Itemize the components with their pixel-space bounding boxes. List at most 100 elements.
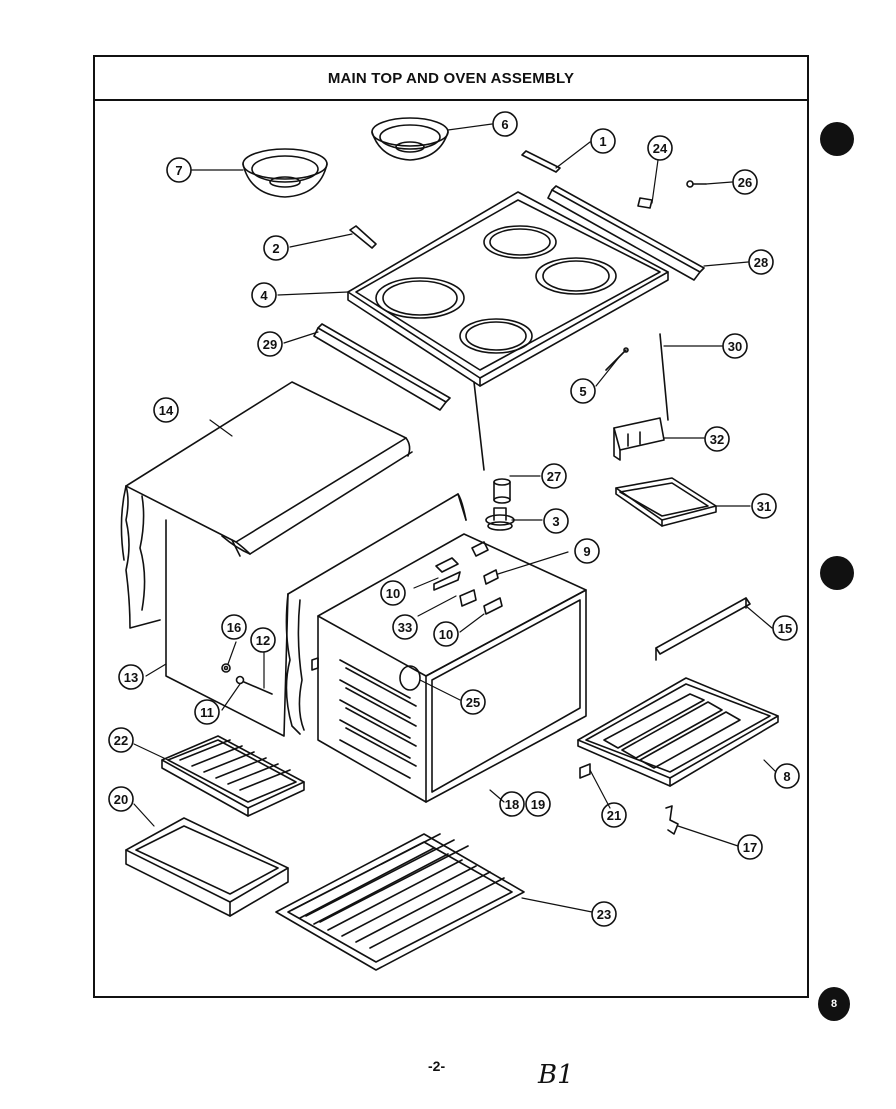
- callout-2: 2: [263, 235, 289, 261]
- callout-21: 21: [601, 802, 627, 828]
- punch-hole-top: [820, 122, 854, 156]
- part-27-knob: [493, 478, 511, 504]
- svg-text:27: 27: [547, 469, 561, 484]
- callout-26: 26: [732, 169, 758, 195]
- svg-text:10: 10: [439, 627, 453, 642]
- clip-17: [665, 805, 679, 835]
- callout-24: 24: [647, 135, 673, 161]
- callout-23: 23: [591, 901, 617, 927]
- bracket-32: [613, 417, 665, 461]
- callout-27: 27: [541, 463, 567, 489]
- svg-text:15: 15: [778, 621, 792, 636]
- svg-text:20: 20: [114, 792, 128, 807]
- broiler-grid-22: [161, 735, 305, 817]
- svg-text:31: 31: [757, 499, 771, 514]
- part-3-fitting: [485, 507, 515, 531]
- clip-21: [579, 763, 591, 779]
- svg-text:6: 6: [501, 117, 508, 132]
- support-rod: [473, 381, 485, 471]
- broil-pan-8: [577, 677, 779, 787]
- callout-22: 22: [108, 727, 134, 753]
- callout-5: 5: [570, 378, 596, 404]
- punch-hole-middle: [820, 556, 854, 590]
- svg-text:26: 26: [738, 175, 752, 190]
- svg-text:11: 11: [200, 705, 214, 720]
- part-30-rod: [659, 333, 669, 421]
- callout-29: 29: [257, 331, 283, 357]
- fasteners-11-12-16: [221, 663, 273, 695]
- main-top-4: [347, 191, 669, 387]
- svg-text:19: 19: [531, 797, 545, 812]
- svg-text:22: 22: [114, 733, 128, 748]
- callout-10b: 10: [433, 621, 459, 647]
- callout-12: 12: [250, 627, 276, 653]
- trim-strip-29: [313, 323, 451, 411]
- pan-31: [615, 477, 717, 527]
- page-number: -2-: [428, 1058, 446, 1074]
- svg-text:9: 9: [583, 544, 590, 559]
- side-mark: 8: [818, 987, 850, 1021]
- oven-rack-23: [275, 833, 525, 971]
- svg-text:1: 1: [599, 134, 606, 149]
- svg-text:4: 4: [260, 288, 268, 303]
- svg-text:24: 24: [653, 141, 668, 156]
- callout-16: 16: [221, 614, 247, 640]
- insulation-blanket-14: [120, 381, 467, 737]
- callout-7: 7: [166, 157, 192, 183]
- svg-text:29: 29: [263, 337, 277, 352]
- callout-6: 6: [492, 111, 518, 137]
- callout-31: 31: [751, 493, 777, 519]
- part-2-clip: [349, 225, 377, 249]
- callout-9: 9: [574, 538, 600, 564]
- svg-text:7: 7: [175, 163, 182, 178]
- svg-text:17: 17: [743, 840, 757, 855]
- diagram-title: MAIN TOP AND OVEN ASSEMBLY: [327, 69, 575, 87]
- callout-32: 32: [704, 426, 730, 452]
- callout-20: 20: [108, 786, 134, 812]
- part-5-rod: [605, 347, 629, 371]
- svg-text:12: 12: [256, 633, 270, 648]
- svg-text:21: 21: [607, 808, 621, 823]
- svg-text:28: 28: [754, 255, 768, 270]
- svg-text:3: 3: [552, 514, 559, 529]
- rail-15: [655, 597, 751, 661]
- callout-18: 18: [499, 791, 525, 817]
- svg-text:25: 25: [466, 695, 480, 710]
- callout-8: 8: [774, 763, 800, 789]
- callout-15: 15: [772, 615, 798, 641]
- drip-bowl-7: [242, 148, 328, 198]
- callout-17: 17: [737, 834, 763, 860]
- trim-strip-28: [547, 185, 705, 281]
- svg-text:18: 18: [505, 797, 519, 812]
- svg-text:13: 13: [124, 670, 138, 685]
- callout-bubbles: 1 2 3 4 5 6 7 8 9 10 10 11 12 13 14 15 1…: [108, 111, 800, 927]
- callout-11: 11: [194, 699, 220, 725]
- svg-text:30: 30: [728, 339, 742, 354]
- callout-14: 14: [153, 397, 179, 423]
- drip-bowl-6: [371, 117, 449, 161]
- callout-30: 30: [722, 333, 748, 359]
- diagram-frame: MAIN TOP AND OVEN ASSEMBLY: [93, 55, 809, 998]
- callout-25: 25: [460, 689, 486, 715]
- callout-28: 28: [748, 249, 774, 275]
- callout-19: 19: [525, 791, 551, 817]
- svg-text:10: 10: [386, 586, 400, 601]
- part-1-clip: [521, 150, 561, 173]
- svg-text:5: 5: [579, 384, 586, 399]
- callout-1: 1: [590, 128, 616, 154]
- title-bar: MAIN TOP AND OVEN ASSEMBLY: [95, 57, 807, 101]
- callout-33: 33: [392, 614, 418, 640]
- svg-text:32: 32: [710, 432, 724, 447]
- part-24-bracket: [637, 197, 653, 209]
- leader-lines: [133, 123, 777, 913]
- svg-text:8: 8: [783, 769, 790, 784]
- broiler-pan-20: [125, 817, 289, 917]
- svg-text:16: 16: [227, 620, 241, 635]
- svg-text:2: 2: [272, 241, 279, 256]
- svg-text:33: 33: [398, 620, 412, 635]
- callout-13: 13: [118, 664, 144, 690]
- oven-cavity-18-19: [311, 533, 587, 803]
- part-26-screw: [686, 180, 707, 188]
